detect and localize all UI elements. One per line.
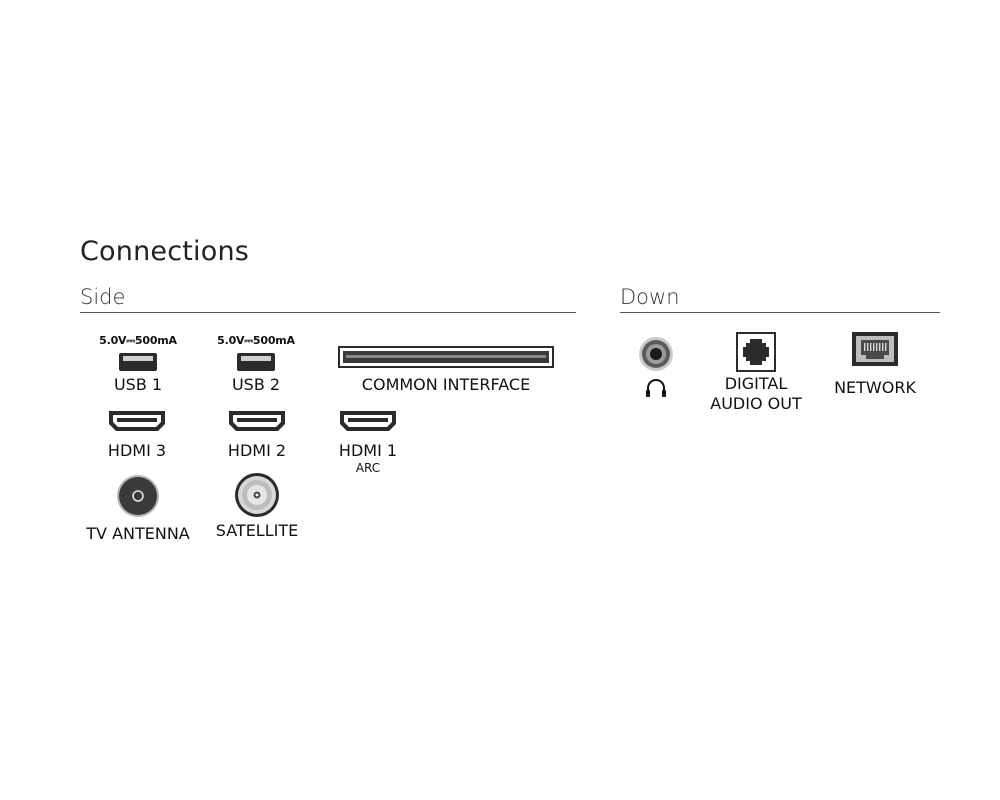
headphone-jack-port-icon	[639, 337, 673, 371]
section-side-title: Side	[80, 285, 126, 309]
section-down-title: Down	[620, 285, 680, 309]
common-interface-slot-icon	[338, 346, 554, 368]
digital-audio-out-port-icon	[736, 332, 776, 372]
usb1-spec: 5.0V⎓500mA	[99, 334, 177, 347]
network-label: NETWORK	[834, 378, 916, 397]
usb2-port-icon	[237, 353, 275, 371]
section-down-divider	[620, 312, 940, 313]
page-title: Connections	[80, 236, 250, 267]
network-port-icon	[852, 332, 898, 366]
usb1-port-icon	[119, 353, 157, 371]
digital-audio-out-label-line2: AUDIO OUT	[710, 394, 802, 413]
usb1-label: USB 1	[113, 375, 163, 394]
hdmi1-port-icon	[340, 411, 396, 431]
hdmi2-label: HDMI 2	[227, 441, 287, 460]
usb2-spec: 5.0V⎓500mA	[217, 334, 295, 347]
hdmi3-port-icon	[109, 411, 165, 431]
digital-audio-out-label-line1: DIGITAL	[724, 374, 788, 393]
section-side-divider	[80, 312, 576, 313]
common-interface-label: COMMON INTERFACE	[361, 375, 531, 394]
tv-antenna-port-icon	[117, 475, 159, 517]
usb2-label: USB 2	[231, 375, 281, 394]
hdmi2-port-icon	[229, 411, 285, 431]
digital-audio-out-label: DIGITAL AUDIO OUT	[710, 374, 801, 414]
satellite-port-icon	[235, 473, 279, 517]
hdmi1-arc-label: ARC	[355, 461, 381, 475]
tv-antenna-label: TV ANTENNA	[86, 524, 190, 543]
hdmi3-label: HDMI 3	[107, 441, 167, 460]
satellite-label: SATELLITE	[215, 521, 299, 540]
headphones-icon	[646, 379, 666, 397]
hdmi1-label: HDMI 1	[338, 441, 398, 460]
